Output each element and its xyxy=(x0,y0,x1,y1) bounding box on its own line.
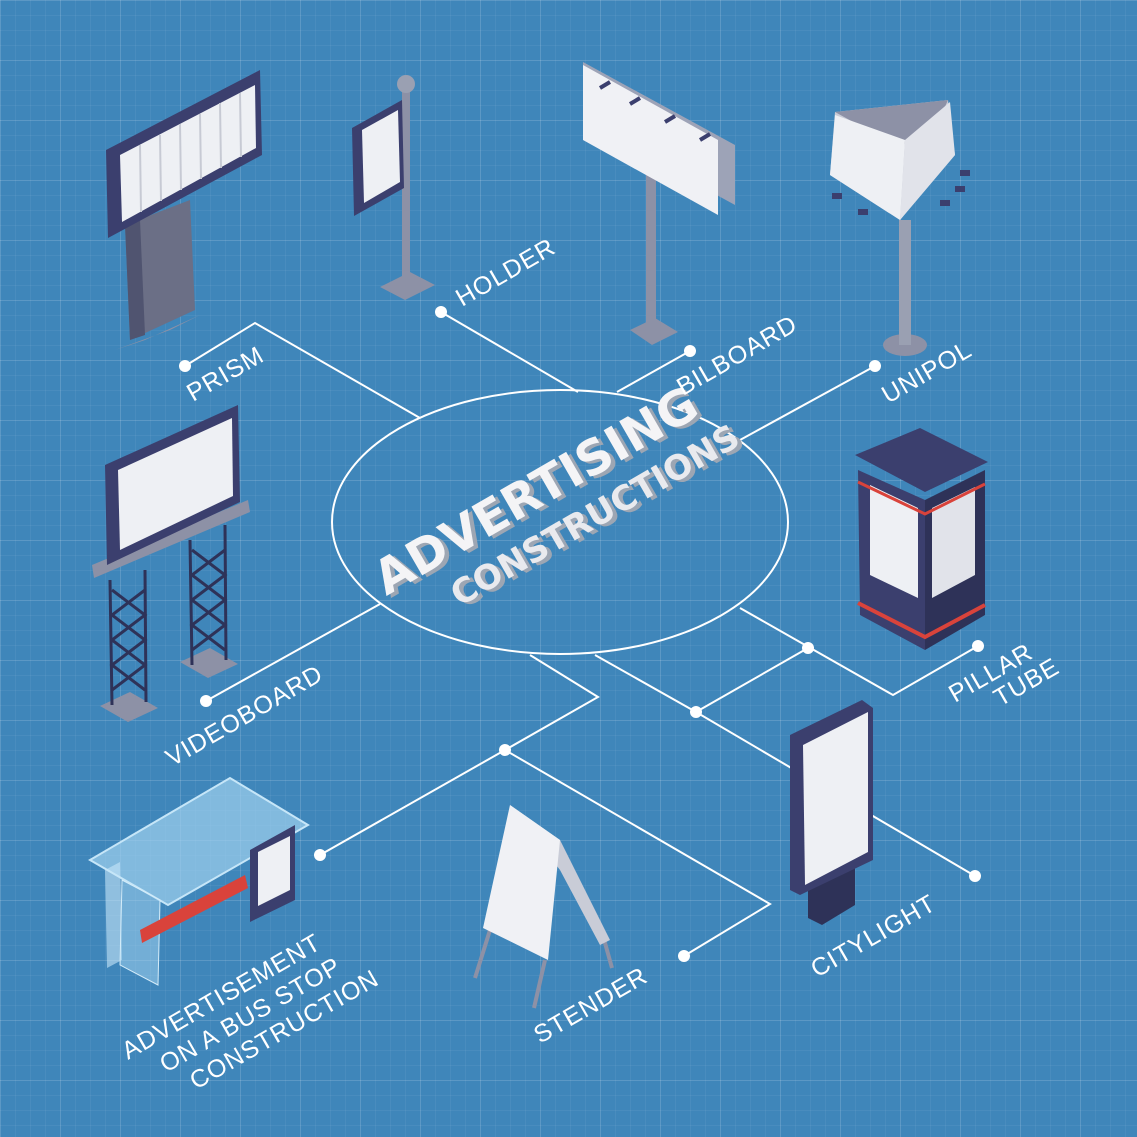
videoboard-illustration xyxy=(92,405,250,722)
stender-illustration xyxy=(473,805,614,1009)
connector-billboard xyxy=(616,350,691,393)
label-videoboard: VIDEOBOARD xyxy=(161,660,328,773)
unipol-illustration xyxy=(830,100,970,356)
connector-videoboard xyxy=(205,603,381,702)
center-title: ADVERTISING ADVERTISING CONSTRUCTIONS CO… xyxy=(364,376,751,617)
connector-center-down xyxy=(504,654,600,751)
center-ellipse xyxy=(331,389,789,655)
connector-unipol xyxy=(739,365,876,441)
connector-pillar xyxy=(739,607,979,697)
citylight-illustration xyxy=(790,700,873,925)
prism-illustration xyxy=(106,70,262,350)
connector-center-citylight xyxy=(594,654,976,877)
connector-stender xyxy=(504,749,772,957)
label-prism: PRISM xyxy=(182,341,269,407)
connector-holder xyxy=(440,311,579,393)
billboard-illustration xyxy=(583,62,735,345)
connector-pillar-citylight xyxy=(695,647,809,713)
connector-prism xyxy=(184,321,421,419)
pillar-tube-illustration xyxy=(855,428,988,650)
connector-lines xyxy=(184,311,979,957)
connector-dots xyxy=(179,306,984,962)
connector-bus xyxy=(319,749,506,856)
label-stender: STENDER xyxy=(529,962,653,1049)
bus-stop-illustration xyxy=(88,776,310,986)
holder-illustration xyxy=(352,75,435,300)
label-holder: HOLDER xyxy=(451,233,560,312)
